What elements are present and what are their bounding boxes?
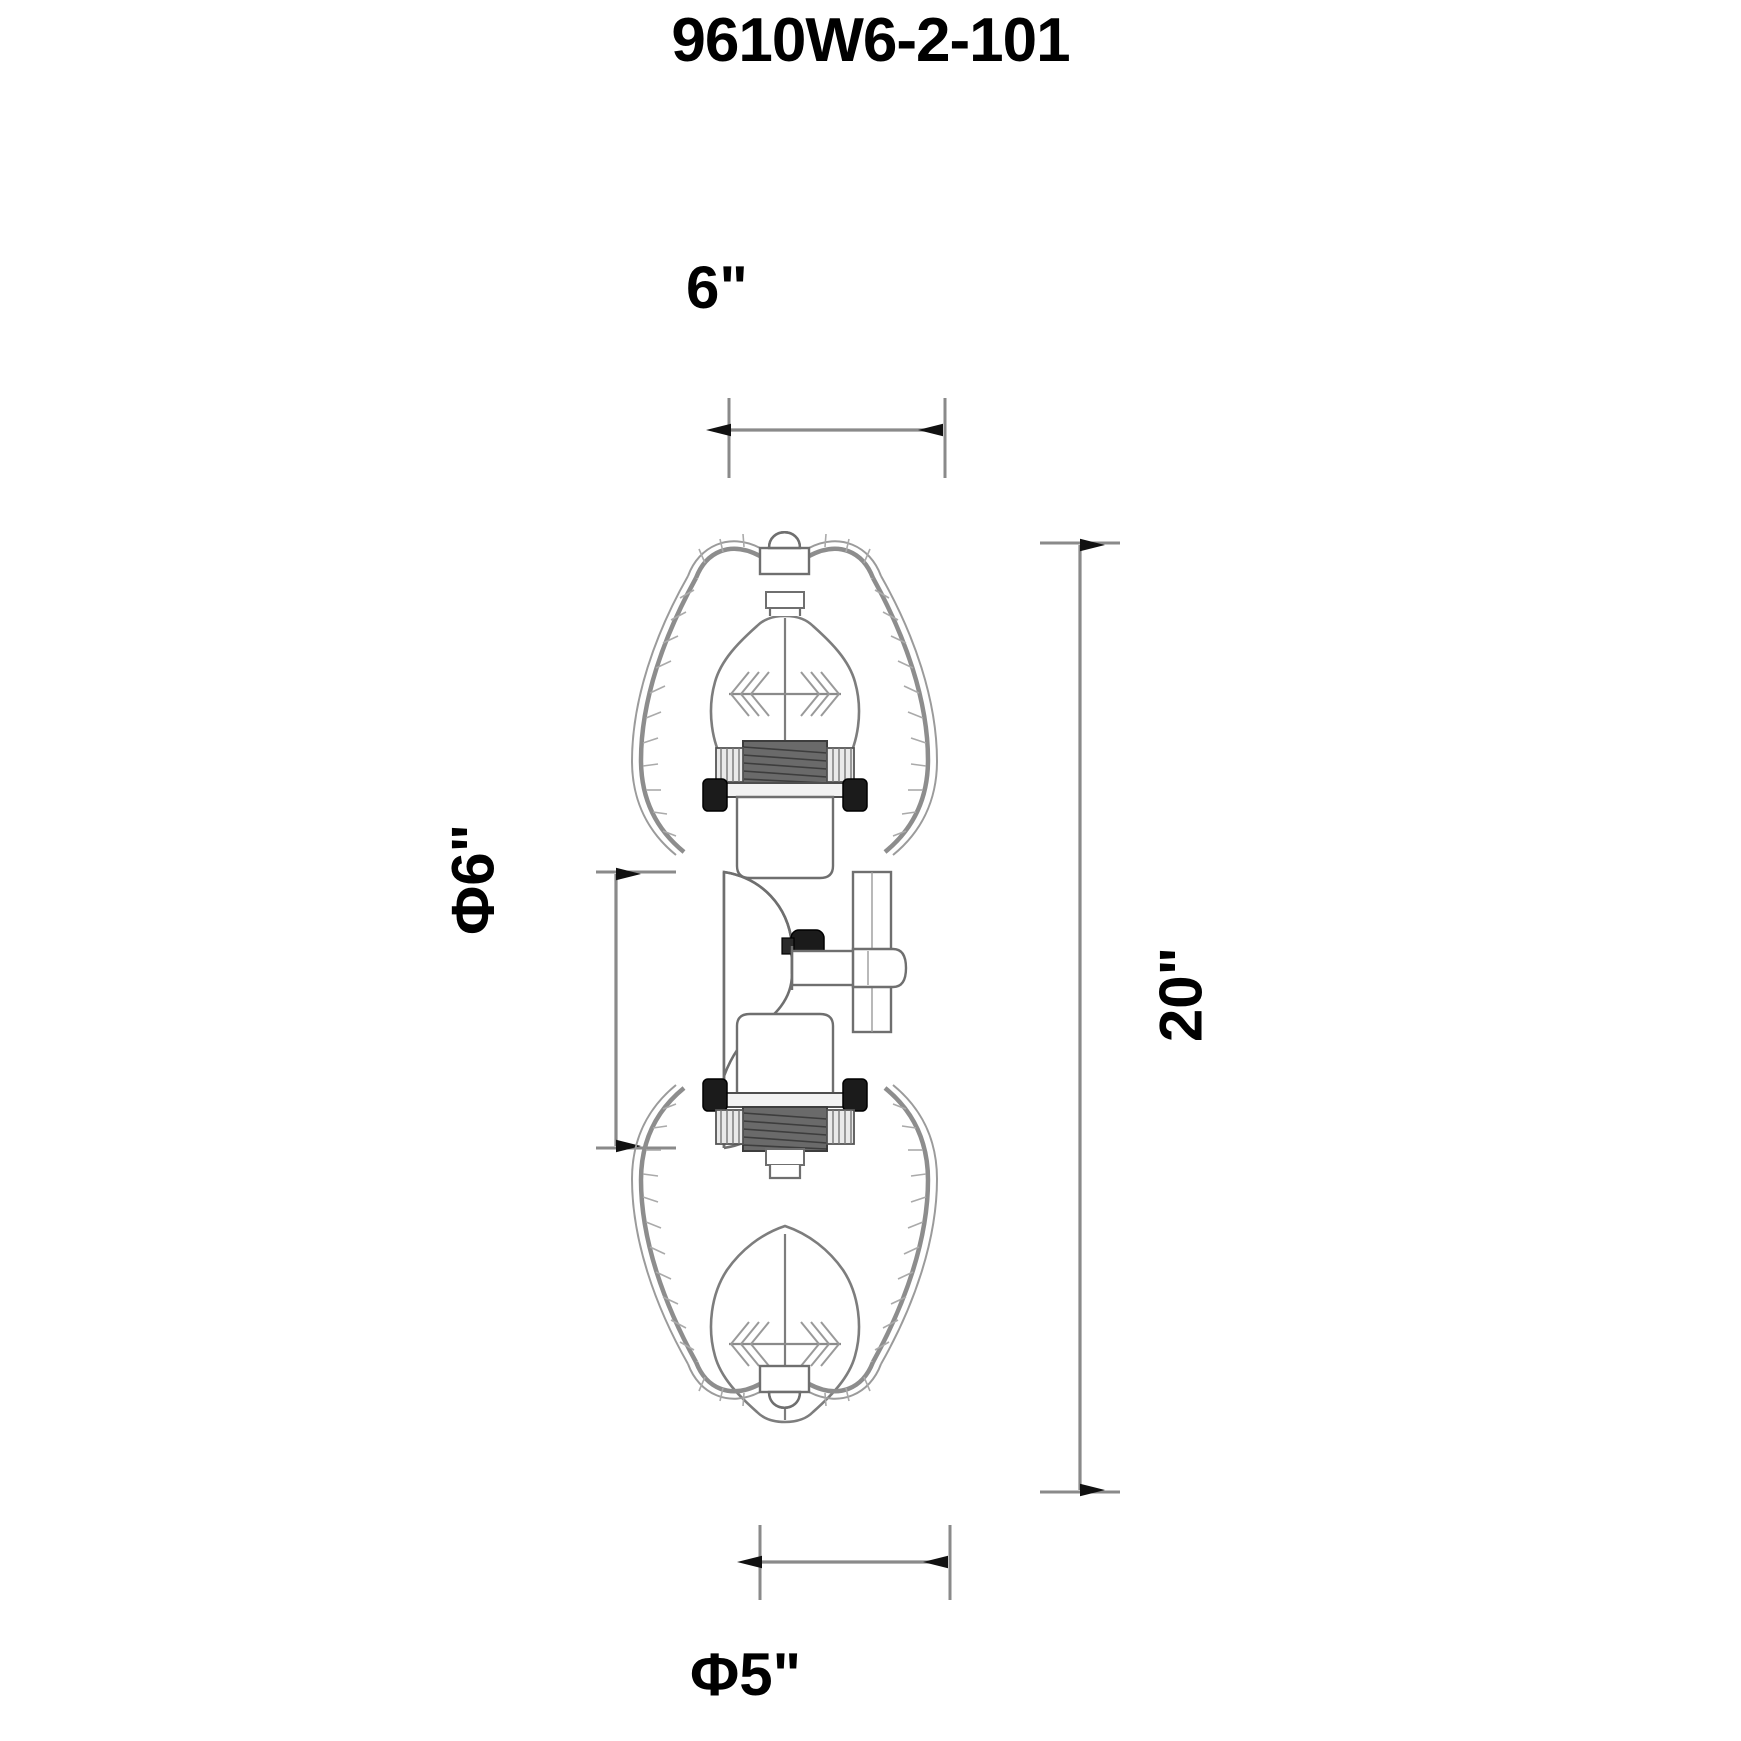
upper-left-thumbscrew xyxy=(702,778,728,812)
dimension-label-width: 6" xyxy=(686,254,748,321)
lower-right-thumbscrew xyxy=(842,1078,868,1112)
lower-socket xyxy=(702,1078,868,1152)
lower-socket-housing xyxy=(735,1012,835,1097)
lower-cage-finial xyxy=(758,1364,811,1409)
upper-light-assembly xyxy=(630,531,939,880)
dimension-cage-diameter-bottom xyxy=(737,1525,952,1600)
lower-left-thumbscrew xyxy=(702,1078,728,1112)
upper-right-thumbscrew xyxy=(842,778,868,812)
upper-cage-finial xyxy=(758,531,811,576)
dimension-height-right xyxy=(1040,538,1120,1497)
page-title: 9610W6-2-101 xyxy=(671,6,1070,75)
lower-bulb-base xyxy=(765,1148,805,1180)
upper-socket-housing xyxy=(735,795,835,880)
upper-bulb-base xyxy=(765,591,805,616)
lower-light-assembly xyxy=(630,1012,939,1424)
center-stem-assembly xyxy=(790,870,908,1034)
upper-socket xyxy=(702,740,868,812)
lower-cage xyxy=(630,1084,939,1407)
dimension-label-cage-diameter: Φ5" xyxy=(690,1641,802,1708)
dimension-width-top xyxy=(706,398,947,478)
upper-cage xyxy=(630,533,939,856)
